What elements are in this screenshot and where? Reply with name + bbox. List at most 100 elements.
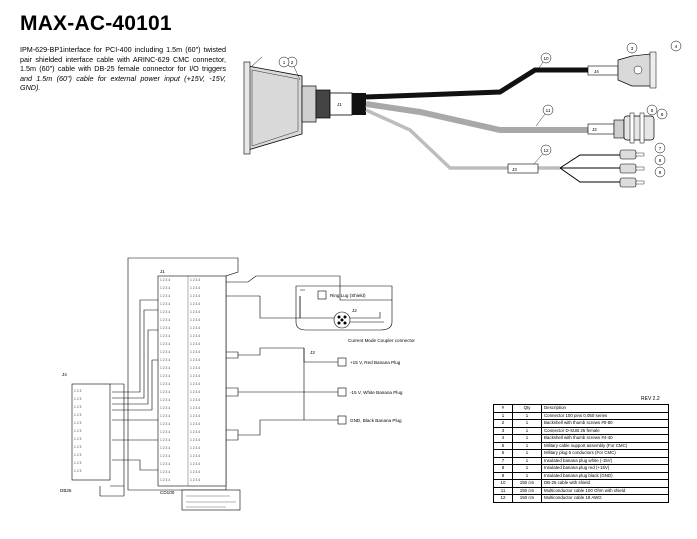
bom-cell-description: Multiconductor cable 18 AWG xyxy=(541,494,669,503)
j1-schematic-label: J1 xyxy=(160,269,165,274)
bom-cell-qty: 1 xyxy=(512,471,542,480)
bom-cell-description: Insulated banana plug red (+15V) xyxy=(541,464,669,473)
balloon-2: 2 xyxy=(291,60,294,65)
bom-cell-description: Connector D-SUB 25 female xyxy=(541,426,669,435)
bom-cell-description: DB-25 cable with shield xyxy=(541,479,669,488)
page-title: MAX-AC-40101 xyxy=(20,12,172,35)
bom-cell-num: 1 xyxy=(493,411,513,420)
svg-text:1 2 3 4: 1 2 3 4 xyxy=(190,462,200,466)
bom-cell-num: 9 xyxy=(493,471,513,480)
svg-text:1 2 3: 1 2 3 xyxy=(74,469,81,473)
bom-cell-qty: 1 xyxy=(512,419,542,428)
svg-text:1 2 3 4: 1 2 3 4 xyxy=(190,350,200,354)
svg-text:1 2 3: 1 2 3 xyxy=(74,405,81,409)
balloon-5: 5 xyxy=(651,108,654,113)
svg-text:1 2 3 4: 1 2 3 4 xyxy=(160,342,170,346)
balloon-6: 6 xyxy=(661,112,664,117)
svg-text:1 2 3 4: 1 2 3 4 xyxy=(190,358,200,362)
j4-part-label: DB25 xyxy=(60,488,72,493)
balloon-11: 11 xyxy=(546,108,551,113)
note-box-lines xyxy=(186,495,236,508)
svg-text:1 2 3 4: 1 2 3 4 xyxy=(160,454,170,458)
description: IPM-629-BP1interface for PCI-400 includi… xyxy=(20,45,226,93)
bom-cell-qty: 1 xyxy=(512,456,542,465)
svg-text:1 2 3 4: 1 2 3 4 xyxy=(160,326,170,330)
bom-cell-qty: 1 xyxy=(512,464,542,473)
svg-text:1 2 3 4: 1 2 3 4 xyxy=(160,286,170,290)
svg-text:1 2 3: 1 2 3 xyxy=(74,461,81,465)
svg-text:1 2 3 4: 1 2 3 4 xyxy=(190,326,200,330)
svg-text:1 2 3 4: 1 2 3 4 xyxy=(190,406,200,410)
j3-schematic-label: J3 xyxy=(310,350,315,355)
bom-cell-num: 3 xyxy=(493,426,513,435)
svg-text:1 2 3 4: 1 2 3 4 xyxy=(190,334,200,338)
balloon-10: 10 xyxy=(543,56,549,61)
j1-connector: J1 xyxy=(243,56,366,155)
svg-text:1 2 3 4: 1 2 3 4 xyxy=(160,390,170,394)
bom-header-row: # Qty Description xyxy=(493,404,669,413)
svg-text:1 2 3 4: 1 2 3 4 xyxy=(190,438,200,442)
svg-text:1 2 3 4: 1 2 3 4 xyxy=(190,470,200,474)
revision-label: REV 2.2 xyxy=(641,396,660,402)
svg-text:1 2 3 4: 1 2 3 4 xyxy=(190,366,200,370)
svg-text:1 2 3 4: 1 2 3 4 xyxy=(190,294,200,298)
cable-assembly: J1 J4 J2 J3 xyxy=(243,40,682,188)
svg-text:1 2 3 4: 1 2 3 4 xyxy=(190,478,200,482)
j3-power-split: J3 xyxy=(507,149,645,188)
description-italic: and 1.5m (60") cable for external power … xyxy=(20,73,226,93)
bom-cell-num: 6 xyxy=(493,449,513,458)
j2-cable-label: J2 xyxy=(592,127,597,132)
svg-text:1 2 3 4: 1 2 3 4 xyxy=(160,302,170,306)
svg-text:1 2 3: 1 2 3 xyxy=(74,453,81,457)
bom-cell-description: Backshell with thumb screws #4-40 xyxy=(541,434,669,443)
svg-text:1 2 3 4: 1 2 3 4 xyxy=(190,374,200,378)
svg-text:1 2 3 4: 1 2 3 4 xyxy=(190,390,200,394)
svg-text:1 2 3 4: 1 2 3 4 xyxy=(160,422,170,426)
j1-cable-label: J1 xyxy=(337,102,342,107)
svg-text:1 2 3 4: 1 2 3 4 xyxy=(160,382,170,386)
bom-cell-num: 12 xyxy=(493,494,513,503)
ring-lug-label: Ring Lug (Shield) xyxy=(330,293,366,298)
svg-text:1 2 3 4: 1 2 3 4 xyxy=(160,350,170,354)
bom-cell-description: Multiconductor cable 100 Ohm with shield xyxy=(541,486,669,495)
svg-text:1 2 3 4: 1 2 3 4 xyxy=(190,286,200,290)
bom-cell-qty: 1 xyxy=(512,441,542,450)
svg-text:1 2 3 4: 1 2 3 4 xyxy=(160,398,170,402)
svg-text:1 2 3: 1 2 3 xyxy=(74,437,81,441)
svg-text:1 2 3: 1 2 3 xyxy=(74,389,81,393)
svg-text:1 2 3 4: 1 2 3 4 xyxy=(160,334,170,338)
svg-text:1 2 3 4: 1 2 3 4 xyxy=(190,342,200,346)
plug-label-plus15: +15 V, Red Banana Plug xyxy=(350,360,401,365)
svg-text:1 2 3 4: 1 2 3 4 xyxy=(190,422,200,426)
svg-text:1 2 3: 1 2 3 xyxy=(74,413,81,417)
balloon-3: 3 xyxy=(631,46,634,51)
svg-text:1 2 3 4: 1 2 3 4 xyxy=(160,294,170,298)
balloon-1: 1 xyxy=(283,60,286,65)
svg-text:1 2 3 4: 1 2 3 4 xyxy=(160,414,170,418)
bom-cell-qty: 1 xyxy=(512,411,542,420)
bom-cell-num: 10 xyxy=(493,479,513,488)
svg-text:1 2 3 4: 1 2 3 4 xyxy=(160,278,170,282)
bom-cell-num: 7 xyxy=(493,456,513,465)
description-text: IPM-629-BP1interface for PCI-400 includi… xyxy=(20,45,226,74)
bom-cell-qty: 150 cm xyxy=(512,486,542,495)
bom-cell-description: Insulated banana plug white (-15V) xyxy=(541,456,669,465)
svg-text:1 2 3 4: 1 2 3 4 xyxy=(190,302,200,306)
balloon-4: 4 xyxy=(675,44,678,49)
bom-cell-qty: 1 xyxy=(512,449,542,458)
bom-cell-description: Military plug 5 conductors (For CMC) xyxy=(541,449,669,458)
bom-cell-qty: 150 cm xyxy=(512,494,542,503)
j4-pin-labels: 1 2 3 1 2 3 1 2 3 1 2 3 1 2 3 1 2 3 1 2 3 1 2… xyxy=(74,389,81,473)
bom-cell-qty: 1 xyxy=(512,434,542,443)
svg-text:1 2 3: 1 2 3 xyxy=(74,421,81,425)
j1-part-label: CD100 xyxy=(160,490,175,495)
plug-label-minus15: -15 V, White Banana Plug xyxy=(350,390,403,395)
svg-text:1 2 3 4: 1 2 3 4 xyxy=(190,430,200,434)
svg-text:1 2 3: 1 2 3 xyxy=(74,429,81,433)
